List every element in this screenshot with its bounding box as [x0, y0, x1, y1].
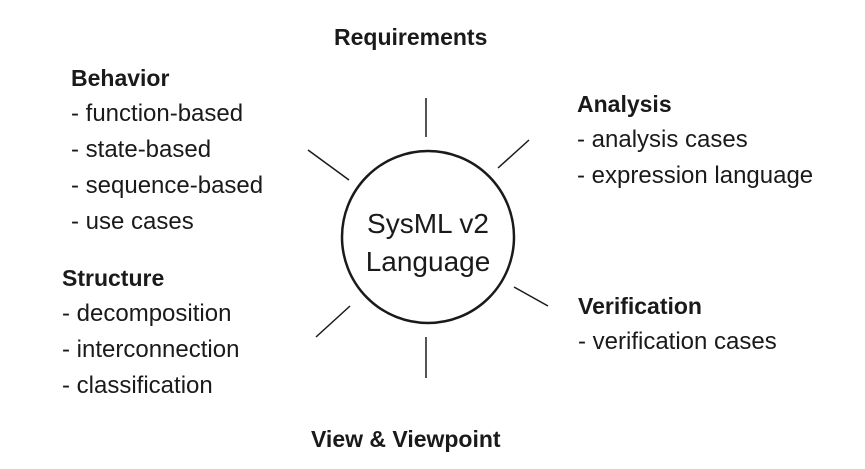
spoke-bottom-left	[315, 305, 351, 338]
analysis-block: Analysis - analysis cases - expression l…	[577, 86, 813, 194]
center-line-1: SysML v2	[367, 208, 489, 239]
structure-block: Structure - decomposition - interconnect…	[62, 260, 239, 404]
view-viewpoint-title: View & Viewpoint	[311, 426, 501, 452]
analysis-item: - analysis cases	[577, 126, 748, 153]
center-line-2: Language	[365, 246, 491, 277]
behavior-item: - function-based	[71, 100, 244, 127]
structure-item: - classification	[62, 372, 213, 399]
spoke-top-right	[497, 139, 530, 169]
behavior-title: Behavior	[71, 65, 170, 91]
behavior-block: Behavior - function-based - state-based …	[71, 60, 263, 240]
center-label: SysML v2 Language	[346, 205, 510, 281]
verification-title: Verification	[578, 293, 702, 319]
behavior-item: - use cases	[71, 208, 194, 235]
spoke-top-left	[307, 149, 350, 181]
structure-item: - decomposition	[62, 300, 232, 327]
behavior-item: - sequence-based	[71, 172, 264, 199]
requirements-title: Requirements	[334, 24, 488, 50]
behavior-item: - state-based	[71, 136, 212, 163]
spoke-right	[513, 286, 549, 307]
structure-title: Structure	[62, 265, 165, 291]
analysis-item: - expression language	[577, 162, 814, 189]
verification-item: - verification cases	[578, 328, 777, 355]
center-circle	[340, 149, 516, 325]
structure-item: - interconnection	[62, 336, 240, 363]
analysis-title: Analysis	[577, 91, 672, 117]
verification-block: Verification - verification cases	[578, 288, 777, 360]
